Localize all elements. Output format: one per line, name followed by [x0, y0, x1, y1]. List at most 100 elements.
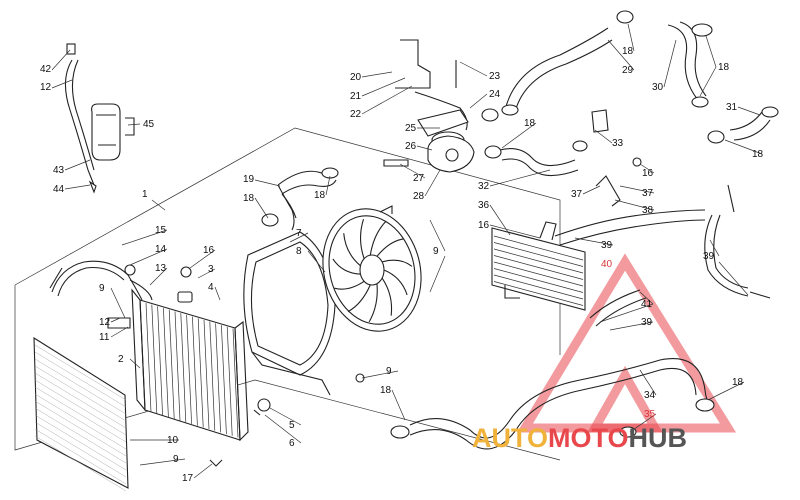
radiator-fin: [157, 306, 163, 416]
hose-41: [589, 289, 647, 327]
leader-line: [737, 106, 761, 116]
callout-c10: 10: [167, 435, 179, 446]
fan-blade: [368, 283, 378, 323]
screen-mesh-line: [34, 435, 127, 492]
leader-line: [582, 185, 601, 195]
leader-line: [214, 286, 221, 301]
radiator-fin: [209, 321, 216, 431]
leader-line: [110, 287, 126, 319]
radiator-fin: [168, 309, 175, 419]
leader-line: [614, 199, 655, 211]
upper-hose: [261, 167, 339, 231]
oil-cooler: [491, 221, 586, 311]
screen-mesh-line: [34, 344, 127, 401]
screen-mesh-line: [34, 365, 127, 422]
callout-c16c: 16: [478, 220, 490, 231]
leader-line: [64, 159, 91, 171]
callout-c41: 41: [641, 299, 653, 310]
callout-c27: 27: [413, 173, 425, 184]
oil-cooler-fin: [493, 281, 584, 306]
oil-cooler-fin: [493, 235, 584, 261]
leader-line: [699, 66, 717, 97]
callout-c9b: 9: [173, 454, 179, 465]
radiator-fin: [221, 325, 227, 435]
callout-c6: 6: [289, 438, 295, 449]
callout-c16a: 16: [203, 245, 215, 256]
screen-mesh-line: [34, 372, 127, 429]
screen-mesh-line: [34, 393, 127, 450]
callout-c4: 4: [208, 282, 214, 293]
fan-blade: [359, 219, 365, 259]
callout-c12a: 12: [40, 82, 52, 93]
leader-line: [609, 321, 654, 331]
leader-line: [489, 169, 551, 187]
oil-cooler-fin: [493, 268, 584, 293]
callout-c2: 2: [118, 354, 124, 365]
callout-c9a: 9: [99, 283, 105, 294]
thermostat-housing: [383, 39, 499, 173]
radiator-fin: [174, 311, 181, 421]
callout-c8: 8: [296, 246, 302, 257]
leader-line: [429, 219, 446, 252]
oil-cooler-fin: [493, 255, 584, 280]
callout-c39b: 39: [703, 251, 715, 262]
callout-c37b: 37: [642, 188, 654, 199]
screen-mesh-line: [34, 407, 127, 464]
leader-line: [639, 369, 657, 396]
callout-c38: 38: [642, 205, 654, 216]
radiator-fin: [151, 304, 158, 414]
callout-c36: 36: [478, 200, 490, 211]
hose-39: [554, 184, 771, 299]
leader-line: [501, 122, 537, 149]
callout-c26: 26: [405, 141, 417, 152]
callout-c1: 1: [142, 189, 148, 200]
callout-c21: 21: [350, 91, 362, 102]
callout-c3: 3: [208, 264, 214, 275]
leader-line: [663, 39, 677, 88]
callout-c44: 44: [53, 184, 65, 195]
leader-line: [469, 93, 488, 109]
leader-line: [149, 267, 168, 286]
radiator-fin: [186, 314, 192, 424]
callout-c33: 33: [612, 138, 624, 149]
callout-c18b: 18: [314, 190, 326, 201]
screen-mesh-line: [34, 400, 127, 457]
leader-line: [264, 414, 302, 444]
radiator-fin: [180, 313, 187, 423]
fan-blade: [383, 269, 408, 296]
callout-c7: 7: [296, 228, 302, 239]
fan-blade: [343, 233, 361, 267]
callout-c22: 22: [350, 109, 362, 120]
callout-c18h: 18: [732, 377, 744, 388]
leader-line: [129, 248, 168, 266]
leader-line: [51, 49, 71, 71]
leader-line: [489, 204, 511, 236]
leader-line: [361, 85, 413, 115]
fan-blade: [369, 220, 387, 256]
upper-left-hose: [49, 260, 143, 329]
callout-c16b: 16: [642, 168, 654, 179]
leader-line: [110, 326, 129, 338]
radiator-screen: [33, 336, 129, 492]
watermark-word-hub: HUB: [629, 423, 688, 453]
screen-mesh-line: [34, 421, 127, 478]
callout-c18c: 18: [380, 385, 392, 396]
leader-line: [189, 249, 216, 269]
radiator-fin: [192, 316, 198, 426]
leader-line: [599, 303, 654, 323]
leader-line: [139, 458, 186, 466]
leader-line: [254, 197, 269, 219]
callout-c24: 24: [489, 89, 501, 100]
radiator-fin: [163, 308, 169, 418]
callout-leaders: [51, 23, 763, 479]
leader-line: [619, 185, 655, 194]
callout-c39c: 39: [641, 317, 653, 328]
leader-line: [489, 224, 541, 239]
leader-line: [254, 179, 281, 187]
callout-c18d: 18: [524, 118, 536, 129]
screen-mesh-line: [34, 358, 127, 415]
leader-line: [151, 199, 166, 211]
leader-line: [639, 291, 654, 305]
